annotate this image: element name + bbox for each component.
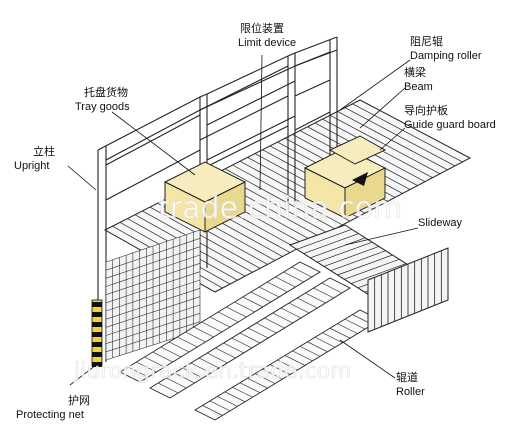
watermark-center: trade.china.com xyxy=(158,191,402,226)
label-tray-goods-en: Tray goods xyxy=(75,101,130,113)
label-protecting-net-en: Protecting net xyxy=(16,409,84,421)
limit-device xyxy=(352,172,368,186)
label-guide-guard-board-cn: 导向护板 xyxy=(404,103,448,117)
label-guide-guard-board-en: Guide guard board xyxy=(404,119,496,131)
lower-roller-tracks xyxy=(119,261,381,421)
label-slideway-en: Slideway xyxy=(418,217,463,229)
label-roller-cn: 辊道 xyxy=(396,370,418,384)
callout-labels: 限位装置 Limit device 阻尼辊 Damping roller 横梁 … xyxy=(14,21,496,421)
label-tray-goods-cn: 托盘货物 xyxy=(84,85,128,99)
label-beam-en: Beam xyxy=(404,81,433,93)
label-upright-cn: 立柱 xyxy=(33,144,55,158)
label-upright-en: Upright xyxy=(14,160,49,172)
label-protecting-net-cn: 护网 xyxy=(68,393,90,407)
label-damping-roller-en: Damping roller xyxy=(410,50,482,62)
label-beam-cn: 横梁 xyxy=(404,65,426,79)
label-damping-roller-cn: 阻尼辊 xyxy=(410,34,443,48)
guide-guard-board xyxy=(367,247,449,333)
label-limit-device-en: Limit device xyxy=(238,37,296,49)
label-roller-en: Roller xyxy=(396,386,425,398)
tray-goods-left xyxy=(163,161,247,233)
label-limit-device-cn: 限位装置 xyxy=(240,21,284,35)
hazard-guard xyxy=(91,299,103,367)
watermark-bottom: jiurongrack.en.trade.com xyxy=(73,359,352,384)
leader-lines xyxy=(67,54,419,386)
